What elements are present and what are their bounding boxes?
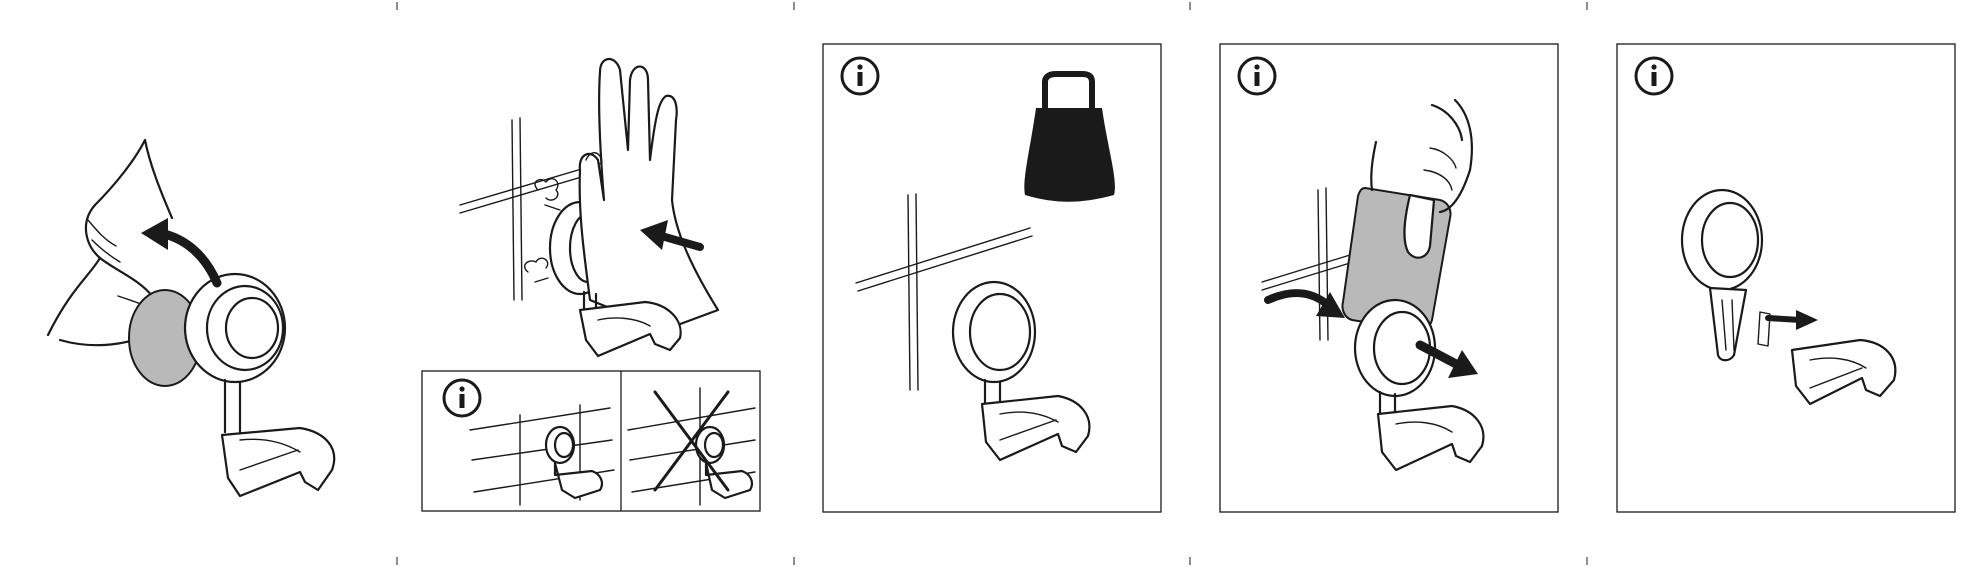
suction-cup-icon — [1682, 190, 1762, 290]
check-placement-icon — [470, 405, 614, 505]
cross-icon — [628, 388, 755, 505]
curved-arrow-icon — [160, 233, 217, 283]
raised-hand-icon — [580, 59, 718, 330]
info-icon — [1239, 58, 1275, 94]
info-icon — [444, 380, 480, 416]
suction-cup-icon — [185, 274, 285, 382]
panel-step-press — [460, 59, 718, 356]
cradle-icon — [1792, 340, 1895, 404]
info-icon — [1636, 58, 1672, 94]
panel-step-weight — [823, 44, 1161, 512]
panel-step-release — [1220, 44, 1558, 512]
panel-step-detach — [1617, 44, 1955, 512]
panel-step-peel — [48, 140, 334, 496]
curved-arrow-icon — [1268, 293, 1328, 305]
shower-holder-icon — [222, 380, 334, 496]
weight-icon — [1024, 74, 1115, 202]
straight-arrow-icon — [1768, 318, 1800, 320]
suction-cup-icon — [953, 282, 1035, 382]
panel-step-placement — [422, 371, 760, 511]
info-icon — [842, 58, 878, 94]
shower-holder-icon — [982, 380, 1089, 460]
